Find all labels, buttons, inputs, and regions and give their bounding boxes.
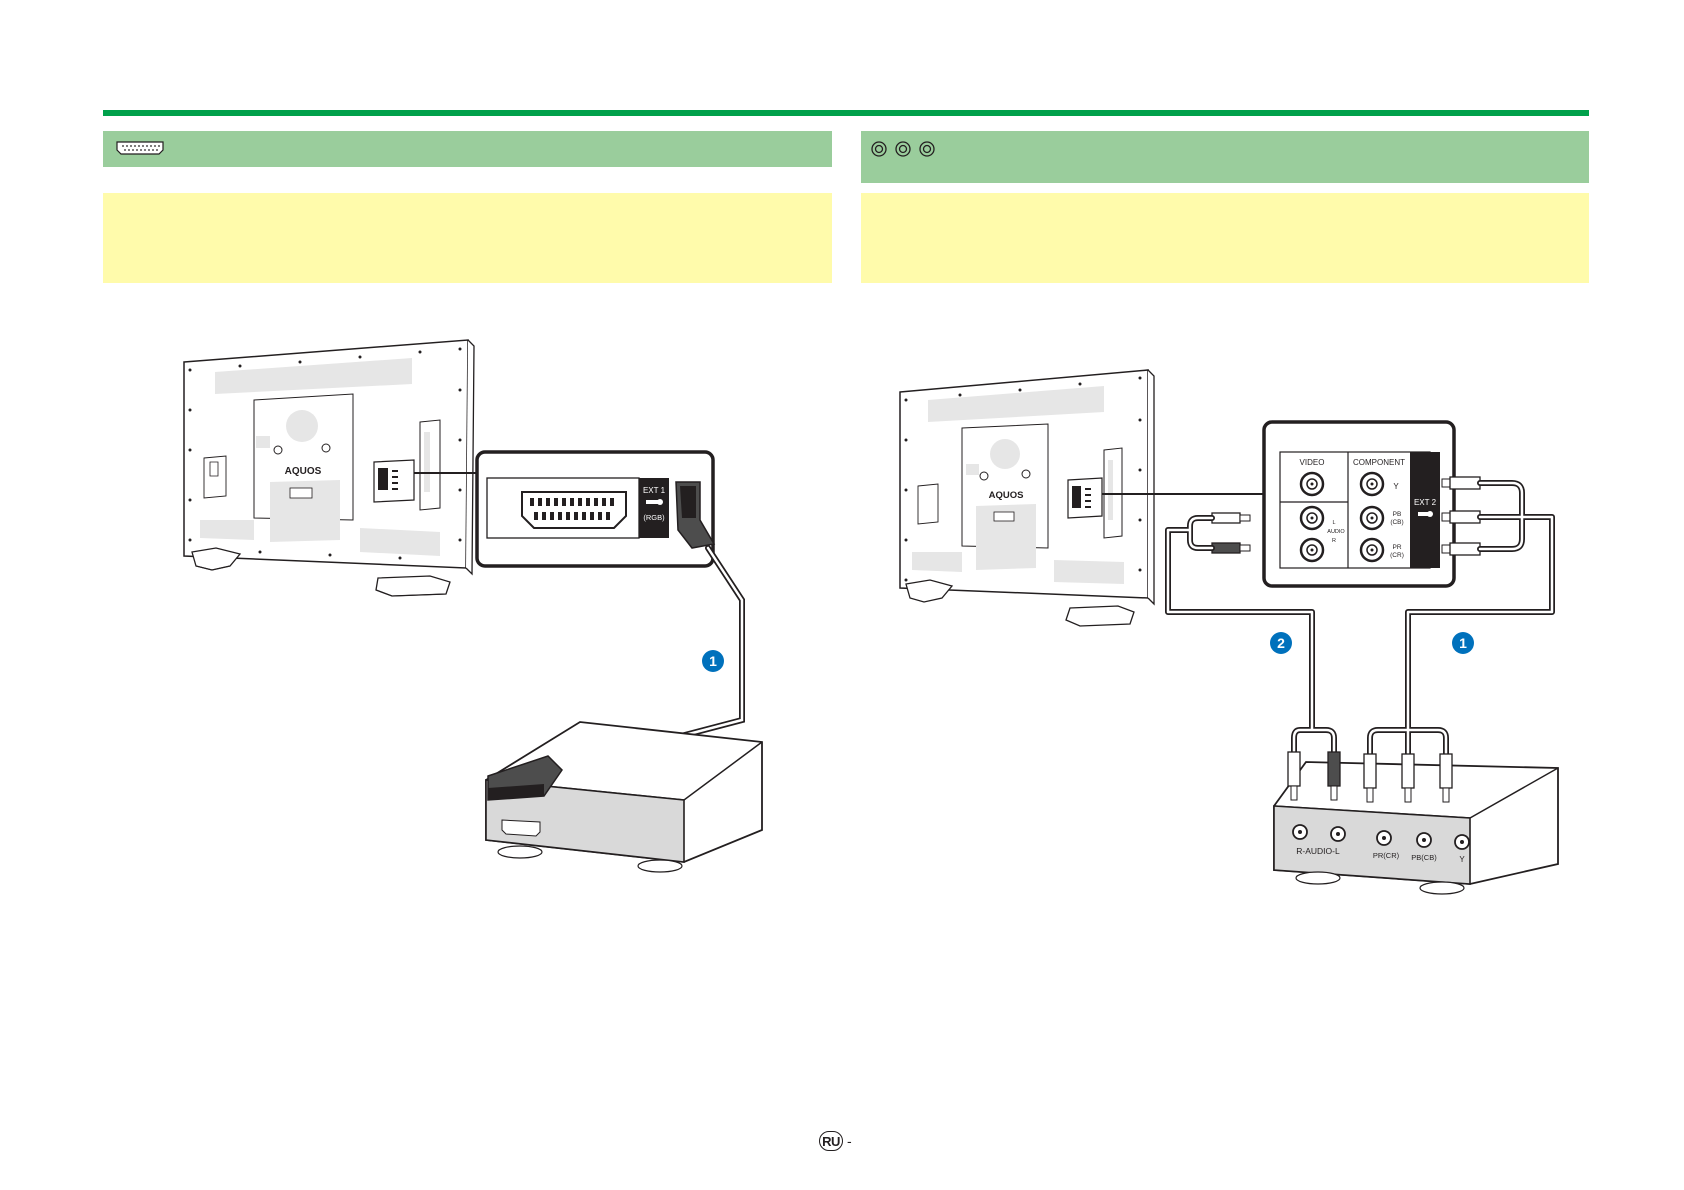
top-rule [103, 110, 1589, 116]
left-port-label-ext1: EXT 1 [643, 486, 666, 495]
note-box-right [861, 193, 1589, 283]
right-device-box: R-AUDIO-L PR(CR) PB(CB) Y [1273, 761, 1559, 895]
left-tv-illustration: AQUOS [183, 339, 475, 597]
note-box-left [103, 193, 832, 283]
panel-label-audio: AUDIO [1327, 529, 1345, 535]
device-label-audio: R-AUDIO-L [1296, 846, 1340, 856]
panel-label-y: Y [1393, 482, 1399, 491]
right-terminal-panel: VIDEO COMPONENT L AUDIO R Y PB (CB) PR (… [1262, 420, 1456, 588]
language-badge: RU [819, 1131, 843, 1151]
left-cable-number-badge: 1 [702, 650, 724, 672]
right-device-plugs [1287, 751, 1453, 803]
panel-label-video: VIDEO [1300, 458, 1325, 467]
panel-label-audio-r: R [1332, 538, 1336, 544]
panel-label-audio-l: L [1332, 520, 1335, 526]
right-tv-illustration: AQUOS [899, 369, 1155, 627]
scart-icon [116, 141, 164, 155]
right-cable-number-badge-component: 1 [1452, 632, 1474, 654]
device-label-pr: PR(CR) [1373, 851, 1400, 860]
page-footer: RU - [819, 1130, 852, 1152]
left-callout-box: EXT 1 (RGB) [475, 450, 716, 568]
section-bar-scart [103, 131, 832, 167]
left-device-box [485, 721, 763, 873]
panel-label-cb: (CB) [1390, 519, 1403, 526]
right-cable-number-component: 1 [1459, 635, 1467, 651]
panel-label-ext2: EXT 2 [1414, 498, 1437, 507]
right-tv-brand: AQUOS [989, 490, 1024, 501]
left-port-label-rgb: (RGB) [643, 513, 665, 522]
left-tv-brand: AQUOS [285, 466, 322, 477]
panel-label-pb: PB [1393, 511, 1402, 518]
right-component-plugs-panel [1441, 476, 1481, 556]
left-cable-number: 1 [709, 653, 717, 669]
panel-label-pr: PR [1392, 544, 1401, 551]
section-bar-component [861, 131, 1589, 183]
page-separator: - [847, 1133, 852, 1149]
rca-component-icon [871, 141, 935, 157]
right-cable-number-badge-audio: 2 [1270, 632, 1292, 654]
right-cables [1165, 480, 1555, 757]
right-audio-plugs-panel [1211, 512, 1251, 554]
device-label-pb: PB(CB) [1411, 853, 1437, 862]
device-label-y: Y [1459, 855, 1465, 864]
panel-label-component: COMPONENT [1353, 458, 1405, 467]
right-cable-number-audio: 2 [1277, 635, 1285, 651]
panel-label-cr: (CR) [1390, 552, 1404, 559]
